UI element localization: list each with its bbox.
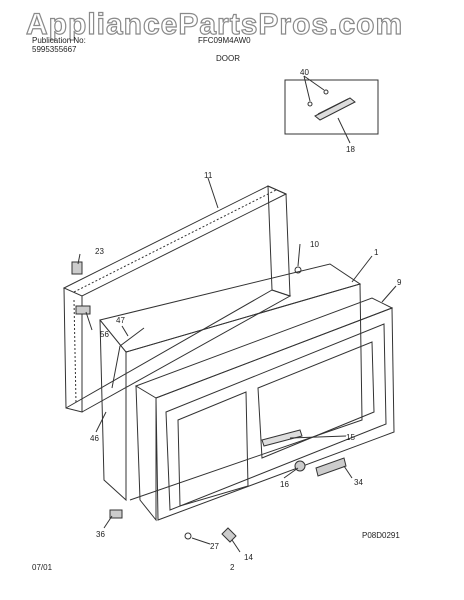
part-label-14: 14 <box>244 553 253 562</box>
part-1-door-left <box>99 319 127 502</box>
part-1-door-face <box>125 283 363 501</box>
part-36-hinge <box>109 509 123 519</box>
part-47-tube <box>111 327 145 389</box>
liner-window-left <box>177 391 249 507</box>
section-title: DOOR <box>216 54 240 63</box>
part-14-plug <box>221 527 237 543</box>
part-18-bracket <box>314 97 356 121</box>
part-9-liner-left <box>135 385 157 522</box>
part-56-clip <box>75 305 91 315</box>
part-label-18: 18 <box>346 145 355 154</box>
part-1-door-top <box>99 263 362 353</box>
part-9-liner-inner <box>165 323 387 511</box>
part-label-56: 56 <box>100 330 109 339</box>
part-40-screw <box>323 89 329 95</box>
part-label-9: 9 <box>397 278 402 287</box>
part-11-gasket-right <box>267 185 291 297</box>
part-label-34: 34 <box>354 478 363 487</box>
part-label-16: 16 <box>280 480 289 489</box>
part-40-screw-2 <box>307 101 313 107</box>
part-label-15: 15 <box>346 433 355 442</box>
part-15-handle <box>261 429 303 447</box>
part-34-cover <box>315 457 347 477</box>
page-number: 2 <box>230 563 235 572</box>
part-label-10: 10 <box>310 240 319 249</box>
part-label-46: 46 <box>90 434 99 443</box>
footer-date: 07/01 <box>32 563 53 572</box>
part-11-gasket-left <box>63 287 83 413</box>
part-9-liner-face <box>155 307 395 521</box>
inset-box <box>284 79 379 135</box>
part-label-40: 40 <box>300 68 309 77</box>
part-9-liner-top <box>134 297 394 399</box>
part-label-1: 1 <box>374 248 379 257</box>
publication-number: 5995355667 <box>32 45 77 54</box>
part-11-gasket-bottom <box>65 289 292 413</box>
part-27-screw <box>184 532 192 540</box>
liner-window-right <box>257 341 375 459</box>
publication-label: Publication No: <box>32 36 86 45</box>
part-10-screw <box>294 266 302 274</box>
diagram-code: P08D0291 <box>362 531 400 540</box>
model-label: FFC09M4AW0 <box>198 36 251 45</box>
part-label-27: 27 <box>210 542 219 551</box>
watermark: AppliancePartsPros.com <box>25 7 404 41</box>
part-23-hinge <box>71 261 83 275</box>
part-label-23: 23 <box>95 247 104 256</box>
part-label-11: 11 <box>204 171 213 180</box>
part-label-47: 47 <box>116 316 125 325</box>
part-label-36: 36 <box>96 530 105 539</box>
